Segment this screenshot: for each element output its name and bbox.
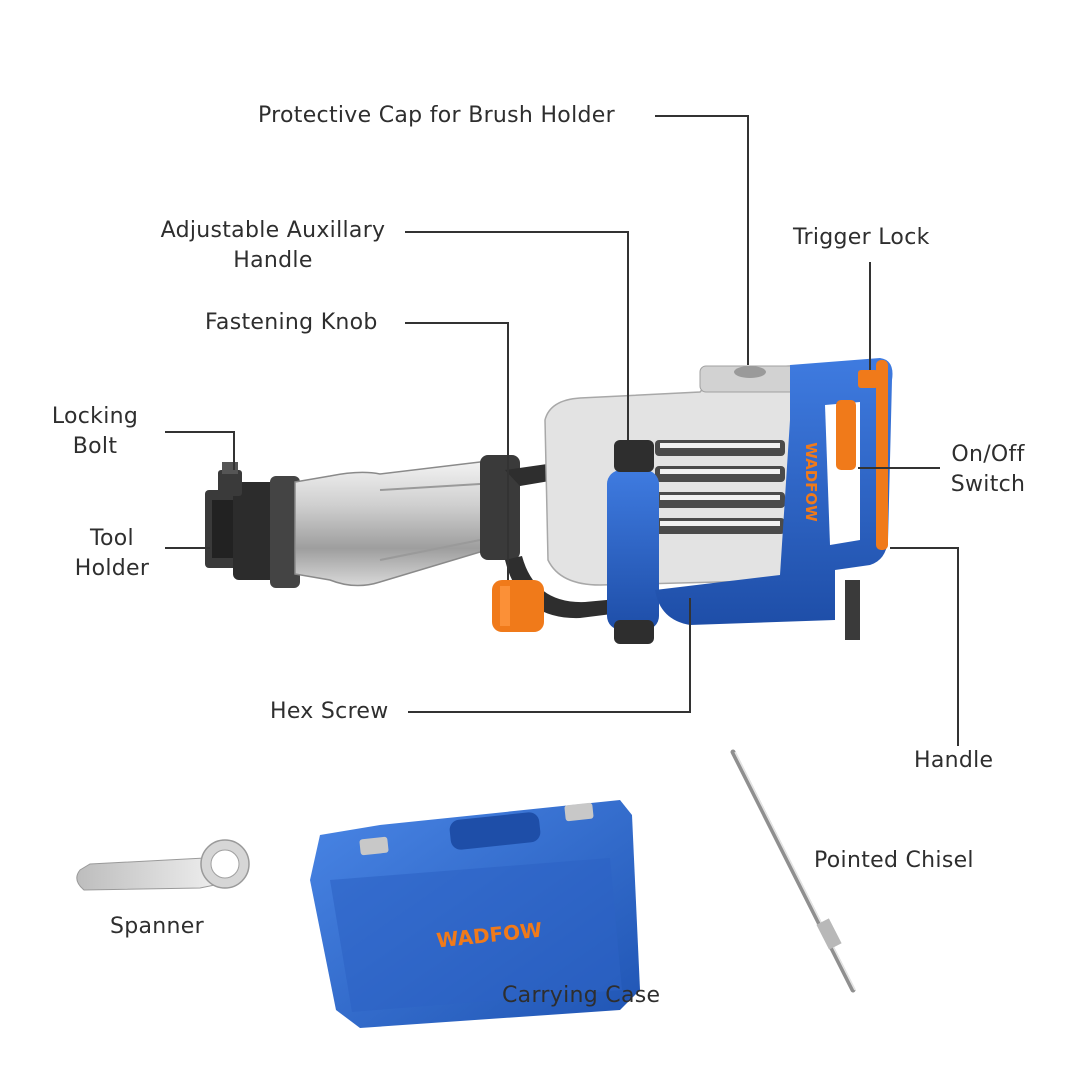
label-fastening-knob: Fastening Knob [205, 310, 378, 335]
brush-holder-cap [734, 366, 766, 378]
label-aux-handle: Adjustable Auxillary Handle [148, 216, 398, 276]
label-on-off-line1: On/Off [951, 442, 1025, 467]
pointed-chisel-icon [730, 749, 856, 993]
label-locking-bolt: Locking Bolt [40, 402, 150, 462]
label-on-off-switch: On/Off Switch [938, 440, 1038, 500]
leader-protective-cap [655, 115, 749, 365]
leader-hex-screw [408, 598, 691, 713]
leader-handle [890, 547, 959, 746]
barrel-body [294, 461, 501, 587]
leader-locking-bolt [165, 431, 235, 470]
aux-handle-grip [607, 470, 659, 630]
label-protective-cap: Protective Cap for Brush Holder [258, 103, 615, 128]
spanner-icon [76, 839, 250, 891]
leader-aux-handle [405, 231, 629, 440]
label-trigger-lock: Trigger Lock [793, 225, 930, 250]
label-pointed-chisel: Pointed Chisel [814, 848, 974, 873]
vents [655, 440, 785, 534]
body-brand-text: WADFOW [802, 442, 820, 522]
demolition-hammer-icon: WADFOW [205, 358, 893, 644]
label-on-off-line2: Switch [950, 472, 1026, 497]
locking-bolt-part [218, 462, 242, 496]
label-aux-handle-line2: Handle [233, 248, 313, 273]
label-carrying-case: Carrying Case [502, 983, 661, 1008]
label-hex-screw: Hex Screw [270, 699, 389, 724]
label-handle: Handle [914, 748, 994, 773]
fastening-knob-part [492, 580, 544, 632]
on-off-switch-part [836, 400, 856, 470]
carrying-case-icon: WADFOW [310, 800, 640, 1028]
label-spanner: Spanner [110, 914, 204, 939]
label-tool-holder-line2: Holder [74, 556, 150, 581]
barrel-collar [480, 455, 520, 560]
label-aux-handle-line1: Adjustable Auxillary [160, 218, 386, 243]
power-cord [845, 580, 860, 640]
leader-fastening-knob [405, 322, 509, 580]
label-tool-holder: Tool Holder [62, 524, 162, 584]
leader-lines [165, 115, 959, 746]
label-locking-bolt-line1: Locking [51, 404, 139, 429]
label-tool-holder-line1: Tool [90, 526, 134, 551]
trigger-lock-part [858, 370, 878, 388]
tool-holder-part [205, 476, 300, 588]
label-locking-bolt-line2: Bolt [72, 434, 118, 459]
